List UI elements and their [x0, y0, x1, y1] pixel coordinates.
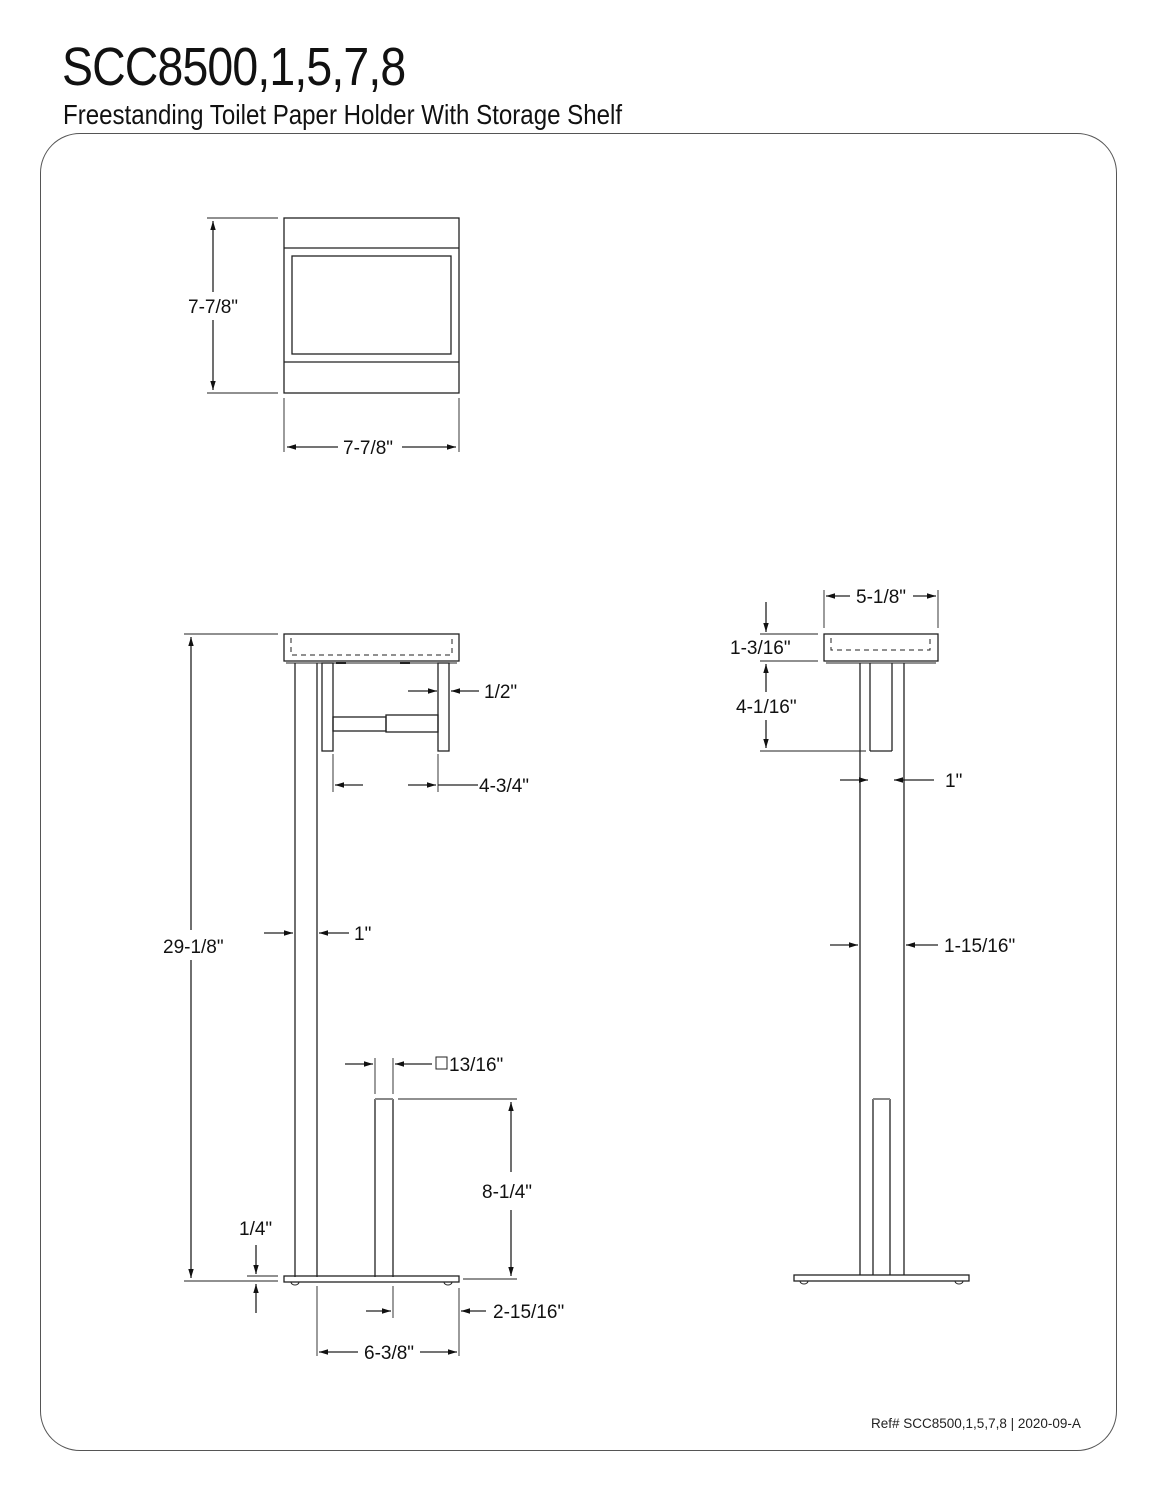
dim-spare-rod-height: 8-1/4" — [482, 1182, 532, 1203]
product-description: Freestanding Toilet Paper Holder With St… — [63, 99, 623, 130]
dim-holder-width: 1" — [945, 771, 962, 792]
side-view — [760, 590, 970, 1285]
dim-spare-rod-square: 13/16" — [449, 1055, 503, 1076]
dim-holder-arm-thickness: 1/2" — [484, 682, 517, 703]
dim-base-width: 6-3/8" — [364, 1343, 414, 1364]
dim-spare-rod-offset: 2-15/16" — [493, 1302, 564, 1323]
front-view — [184, 633, 517, 1356]
dim-post-width: 1" — [354, 924, 371, 945]
model-number-title: SCC8500,1,5,7,8 — [62, 37, 406, 97]
dim-base-thickness: 1/4" — [239, 1219, 272, 1240]
dim-top-width: 7-7/8" — [343, 438, 393, 459]
dim-post-depth: 1-15/16" — [944, 936, 1015, 957]
reference-number: Ref# SCC8500,1,5,7,8 | 2020-09-A — [871, 1416, 1081, 1431]
drawing-frame — [40, 133, 1117, 1451]
dim-holder-length: 4-3/4" — [479, 776, 529, 797]
dim-total-height: 29-1/8" — [163, 937, 224, 958]
dim-shelf-thickness: 1-3/16" — [730, 638, 791, 659]
dim-holder-drop: 4-1/16" — [736, 697, 797, 718]
dim-shelf-width: 5-1/8" — [856, 587, 906, 608]
top-view — [207, 217, 460, 452]
dim-top-depth: 7-7/8" — [188, 297, 238, 318]
